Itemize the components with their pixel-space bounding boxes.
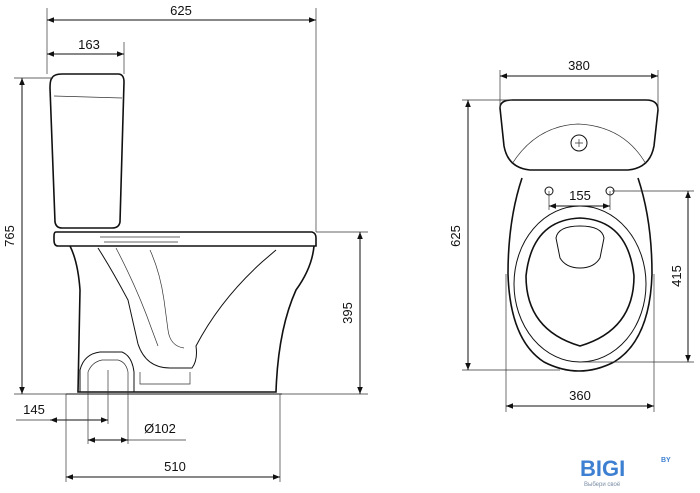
dim-bowl-length: 625	[448, 99, 560, 371]
tank-top-outline	[499, 99, 659, 171]
dim-label-tank-depth: 163	[78, 37, 100, 52]
logo-brand: BIGI	[580, 456, 625, 481]
logo-tagline: Выбери своё	[584, 482, 621, 488]
flush-button	[570, 134, 588, 152]
dim-seat-hole-spacing: 155	[548, 188, 611, 210]
base-foot	[139, 372, 191, 385]
tank-lid-line	[53, 95, 123, 99]
dim-tank-width: 380	[499, 58, 659, 110]
dim-outlet-height: 145	[16, 370, 109, 424]
seat-ring-outer	[513, 205, 647, 363]
seat-top	[53, 231, 317, 247]
top-view: 380 625 155 415 360	[448, 58, 694, 412]
outlet-horn	[79, 351, 135, 392]
dim-label-rim-length: 415	[669, 265, 684, 287]
dim-label-bowl-length: 625	[448, 225, 463, 247]
dim-seat-height: 395	[282, 231, 368, 395]
dim-label-base-length: 510	[164, 459, 186, 474]
dim-label-tank-width: 380	[568, 58, 590, 73]
watermark-logo: BIGI BY Выбери своё	[580, 456, 671, 488]
trapway-inner	[115, 247, 185, 349]
dim-label-overall-height: 765	[2, 225, 17, 247]
dim-tank-depth: 163	[47, 37, 125, 74]
bowl-outline	[69, 245, 315, 393]
dim-bowl-width: 360	[505, 274, 655, 412]
bowl-top-outline	[507, 177, 653, 372]
tank-outline	[49, 73, 125, 229]
logo-suffix: BY	[661, 457, 671, 464]
dim-base-length: 510	[65, 394, 281, 482]
seat-hinge	[100, 236, 180, 243]
dim-label-bowl-width: 360	[569, 388, 591, 403]
dim-overall-length: 625	[46, 3, 317, 232]
trapway	[97, 247, 277, 369]
dim-label-seat-height: 395	[340, 302, 355, 324]
flush-button-cross	[575, 139, 583, 147]
dim-outlet-diameter: Ø102	[87, 392, 186, 444]
water-spot	[555, 225, 605, 269]
dim-label-outlet-height: 145	[23, 402, 45, 417]
bowl-opening	[525, 217, 635, 347]
dim-label-outlet-diameter: Ø102	[144, 421, 176, 436]
side-view: 625 163 765 395 145	[2, 3, 368, 482]
dim-label-overall-length: 625	[170, 3, 192, 18]
tank-top-inner	[511, 123, 647, 165]
outlet-horn-inner	[87, 359, 129, 392]
dim-overall-height: 765	[2, 77, 66, 395]
dim-label-seat-hole-spacing: 155	[569, 188, 591, 203]
dim-rim-length: 415	[580, 190, 694, 363]
